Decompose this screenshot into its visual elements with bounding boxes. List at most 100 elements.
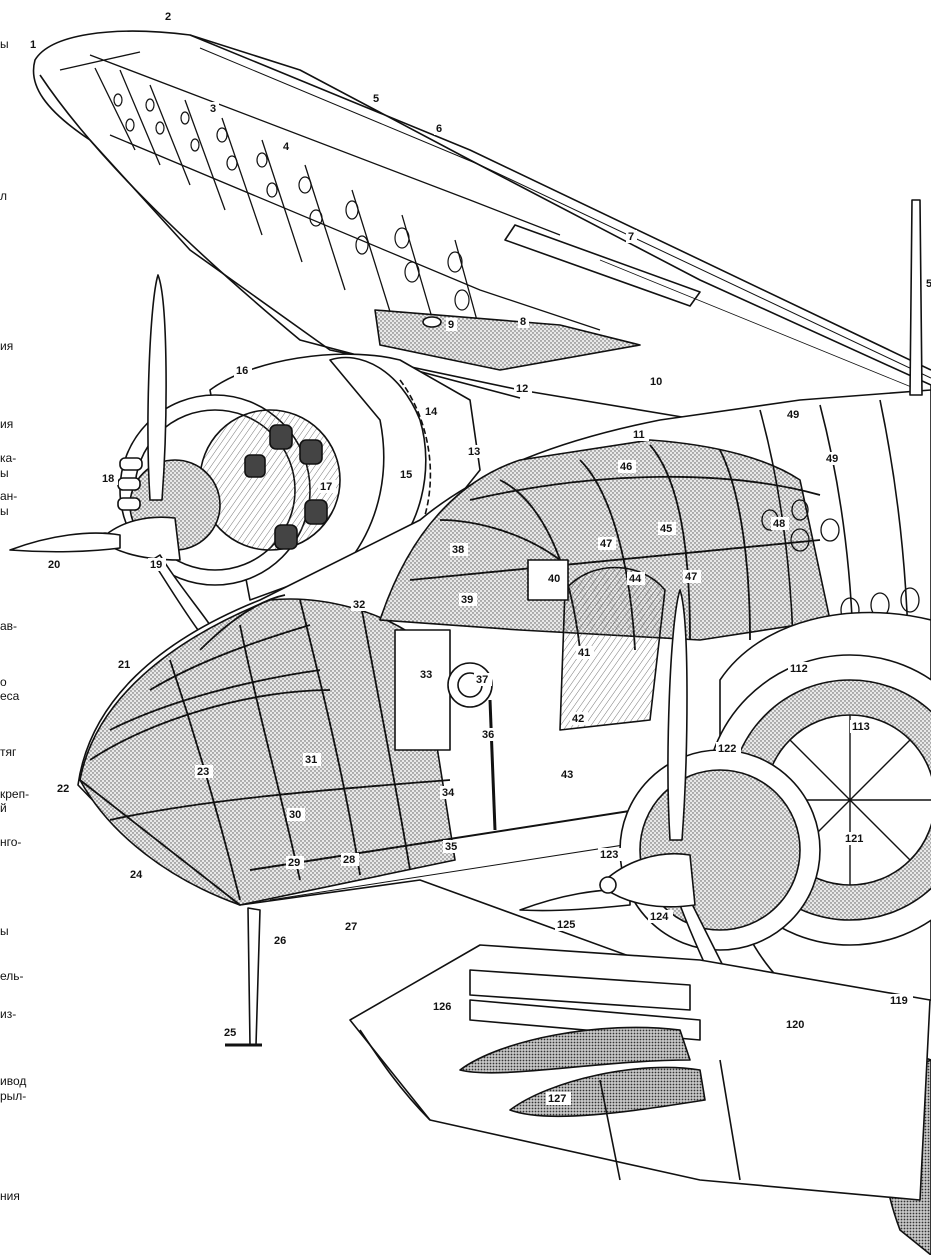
callout-bg — [824, 452, 842, 465]
callout-bg — [850, 720, 875, 733]
bomb-upper — [459, 1026, 691, 1074]
callout-number: 20 — [48, 559, 60, 571]
callout-number: 49 — [787, 409, 799, 421]
callout-bg — [423, 405, 441, 418]
legend-fragment: из- — [0, 1007, 17, 1021]
callout-bg — [343, 920, 361, 933]
engine-cowling-ring — [329, 356, 427, 561]
callout-bg — [784, 1018, 809, 1031]
callout-number: 127 — [548, 1093, 566, 1105]
callout-number: 42 — [572, 713, 584, 725]
callout-bg — [163, 10, 174, 23]
callout-bg — [843, 832, 868, 845]
rib-lightening-holes — [113, 93, 470, 311]
callout-bg — [888, 994, 913, 1007]
callout-number: 14 — [425, 406, 438, 418]
callout-bg — [546, 572, 564, 585]
callout-number: 35 — [445, 841, 457, 853]
callout-number: 121 — [845, 833, 863, 845]
callout-number: 22 — [57, 783, 69, 795]
callout-bg — [418, 668, 436, 681]
callout-bg — [281, 140, 292, 153]
wing-leading-edge — [39, 74, 521, 399]
legend-fragment: ав- — [0, 619, 18, 633]
callout-bg — [351, 598, 369, 611]
callout-bg — [518, 315, 529, 328]
callout-number: 33 — [420, 669, 432, 681]
callout-number: 47 — [685, 571, 697, 583]
callout-bg — [771, 517, 789, 530]
cylinder-heads — [244, 424, 328, 550]
callout-bg — [286, 856, 304, 869]
callout-bg — [480, 728, 498, 741]
callout-bg — [371, 92, 382, 105]
callout-number: 24 — [130, 869, 143, 881]
callout-number: 7 — [628, 231, 634, 243]
legend-fragment: ы — [0, 504, 9, 518]
antenna-mast — [909, 199, 923, 396]
callout-number: 41 — [578, 647, 590, 659]
callout-bg — [626, 230, 637, 243]
legend-fragment: тяг — [0, 745, 17, 759]
callout-bg — [576, 646, 594, 659]
callout-bg — [272, 934, 290, 947]
callout-number: 18 — [102, 473, 114, 485]
callout-number: 9 — [448, 319, 454, 331]
callout-bg — [648, 910, 673, 923]
callout-number: 6 — [436, 123, 442, 135]
legend-fragment: нго- — [0, 835, 22, 849]
pilot-seat — [559, 566, 666, 731]
callout-number: 16 — [236, 365, 248, 377]
callout-bg — [208, 102, 219, 115]
callout-bg — [195, 765, 213, 778]
callout-bg — [546, 1092, 571, 1105]
exhaust-stubs — [117, 457, 143, 511]
callout-number: 37 — [476, 674, 488, 686]
callout-number: 49 — [826, 453, 838, 465]
left-prop-blade-top — [147, 274, 167, 501]
callout-number: 1 — [30, 39, 36, 51]
callout-number: 124 — [650, 911, 669, 923]
callout-bg — [398, 468, 416, 481]
callout-bg — [222, 1026, 240, 1039]
callout-number: 43 — [561, 769, 573, 781]
callout-bg — [46, 558, 64, 571]
callout-number: 34 — [442, 787, 455, 799]
callout-number: 8 — [520, 316, 526, 328]
callout-bg — [434, 122, 445, 135]
callout-number: 3 — [210, 103, 216, 115]
callout-number: 30 — [289, 809, 301, 821]
callout-number: 47 — [600, 538, 612, 550]
callout-number: 23 — [197, 766, 209, 778]
right-prop-blade-top — [667, 589, 688, 841]
callout-number: 125 — [557, 919, 575, 931]
callout-bg — [116, 658, 134, 671]
fuselage-holes — [761, 499, 920, 623]
callout-bg — [446, 318, 457, 331]
callout-number: 126 — [433, 1001, 451, 1013]
callout-number: 4 — [283, 141, 290, 153]
callout-bg — [559, 768, 577, 781]
callout-bg — [631, 428, 649, 441]
callout-bg — [431, 1000, 456, 1013]
tail-strut — [247, 907, 261, 1046]
callout-bg — [474, 673, 492, 686]
legend-fragment: о — [0, 675, 7, 689]
legend-fragment: й — [0, 801, 7, 815]
callout-number: 48 — [773, 518, 785, 530]
legend-fragment: ан- — [0, 489, 18, 503]
callout-bg — [443, 840, 461, 853]
callout-bg — [555, 918, 580, 931]
callout-number: 2 — [165, 11, 171, 23]
callout-number: 44 — [629, 573, 642, 585]
callout-number: 12 — [516, 383, 528, 395]
legend-fragment: ка- — [0, 451, 17, 465]
instrument-panel — [394, 629, 451, 751]
callout-number: 11 — [633, 429, 645, 441]
callout-number: 122 — [718, 743, 736, 755]
callout-number: 46 — [620, 461, 632, 473]
callout-bg — [450, 543, 468, 556]
right-prop-spinner — [599, 852, 696, 908]
